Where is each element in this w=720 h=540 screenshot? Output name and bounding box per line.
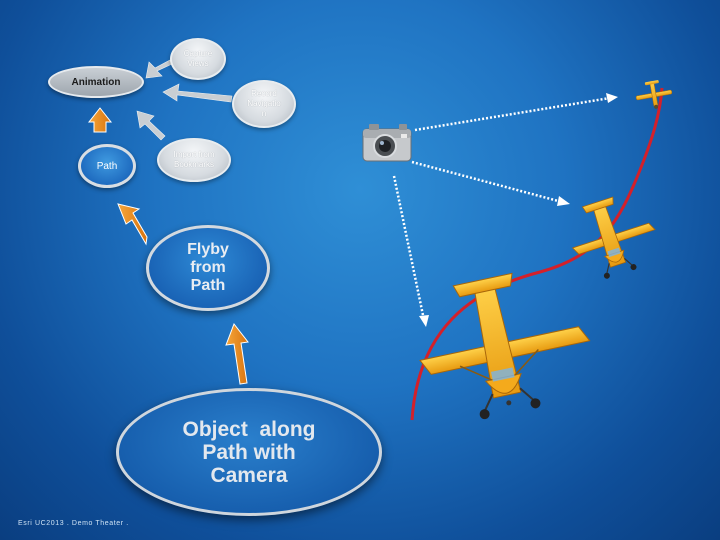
arrow-flyby-to-path — [117, 203, 148, 246]
arrow-object-to-flyby — [225, 322, 249, 385]
flight-path-line — [410, 87, 664, 421]
camera-sight-lines — [392, 96, 611, 321]
record-navigation-label-1: Record — [251, 89, 277, 98]
footer-text: Esri UC2013 . Demo Theater . — [18, 520, 129, 527]
arrow-import-to-animation — [136, 110, 166, 141]
airplane-icon — [419, 272, 591, 420]
flyby-from-path-node: Flyby from Path — [146, 225, 270, 311]
object-label-3: Camera — [210, 463, 288, 487]
object-along-path-node: Object along Path with Camera — [116, 388, 382, 516]
sight-arrowheads — [419, 93, 618, 327]
record-navigation-label-3: n — [261, 109, 267, 118]
import-bookmarks-node: Import from Bookmarks — [157, 138, 231, 182]
airplane-icon — [635, 80, 673, 109]
object-label-1: Object along — [182, 417, 316, 441]
arrow-path-to-animation — [87, 107, 113, 133]
capture-views-node: Capture Views — [170, 38, 226, 80]
path-node: Path — [78, 144, 136, 188]
import-bookmarks-label-2: Bookmarks — [173, 160, 214, 169]
flyby-label-3: Path — [190, 277, 226, 294]
object-label-2: Path with — [202, 440, 296, 464]
arrow-capture-to-animation — [145, 59, 173, 79]
import-bookmarks-label-1: Import from — [173, 150, 215, 159]
flyby-label-1: Flyby — [187, 241, 229, 258]
airplane-icon — [571, 196, 656, 279]
capture-views-label-1: Capture — [183, 49, 213, 58]
camera-icon — [362, 124, 412, 162]
record-navigation-label-2: Navigatio — [247, 99, 281, 108]
path-label: Path — [96, 160, 118, 172]
capture-views-label-2: Views — [187, 59, 209, 68]
record-navigation-node: Record Navigatio n — [232, 80, 296, 128]
animation-label: Animation — [71, 76, 121, 88]
animation-node: Animation — [48, 66, 144, 98]
arrow-record-to-animation — [162, 83, 233, 103]
flyby-label-2: from — [190, 259, 226, 276]
